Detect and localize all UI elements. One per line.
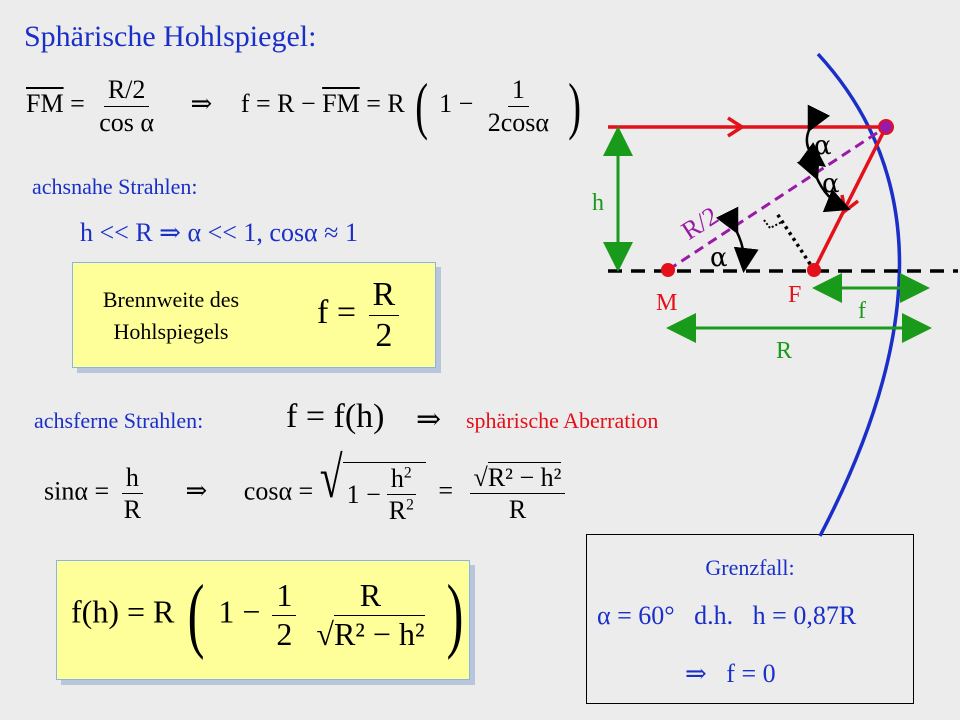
fh-one-minus: 1 − bbox=[218, 593, 261, 630]
paren-close: ) bbox=[567, 70, 581, 141]
fh-paren-open: ( bbox=[187, 568, 205, 661]
grenzfall-line1: α = 60° d.h. h = 0,87R bbox=[597, 601, 857, 630]
far-heading: achsferne Strahlen: bbox=[34, 408, 204, 433]
label-alpha-1: α bbox=[814, 131, 832, 161]
equation-fm: FM = R/2 cos α ⇒ f = R − FM = R ( 1 − 1 … bbox=[26, 74, 585, 138]
focal-fraction: R 2 bbox=[368, 277, 400, 354]
focal-label-line1: Brennweite des bbox=[102, 287, 240, 312]
mirror-arc bbox=[816, 52, 902, 537]
angle-arc-3 bbox=[715, 206, 759, 273]
focal-den: 2 bbox=[375, 316, 393, 354]
perpendicular-line bbox=[774, 211, 816, 271]
label-h: h bbox=[592, 190, 604, 216]
eq-fraction: R/2 cos α bbox=[95, 76, 158, 136]
sin-lhs: sinα = bbox=[44, 476, 110, 506]
sin-fraction: h R bbox=[120, 463, 145, 524]
fh-r-fraction: R √R² − h² bbox=[312, 578, 428, 652]
label-alpha-3: α bbox=[710, 243, 728, 273]
angle-arc-2 bbox=[796, 152, 851, 213]
eq-inner-num: 1 bbox=[507, 76, 529, 107]
eq-equals: = bbox=[70, 88, 85, 118]
point-M bbox=[661, 263, 675, 277]
near-condition: h << R ⇒ α << 1, cosα ≈ 1 bbox=[80, 218, 358, 247]
cos-inner-num: h2 bbox=[386, 464, 416, 496]
point-F bbox=[807, 263, 821, 277]
radius-line bbox=[667, 125, 887, 272]
cos-inner-den: R2 bbox=[388, 496, 414, 526]
eq-inner-den: 2cosα bbox=[487, 107, 550, 137]
eq-rhs-fm: FM bbox=[322, 88, 360, 118]
focal-formula: f = R 2 bbox=[317, 277, 403, 353]
cos-final-num: √R² − h² bbox=[469, 461, 566, 494]
fh-r-den-body: R² − h² bbox=[333, 614, 425, 652]
fh-r-num: R bbox=[355, 578, 386, 616]
cos-final-num-body: R² − h² bbox=[487, 461, 562, 492]
far-formula: f = f(h) bbox=[286, 398, 385, 435]
reflection-point bbox=[878, 119, 894, 135]
sin-num: h bbox=[121, 463, 143, 494]
fh-r-den: √R² − h² bbox=[316, 614, 425, 652]
cos-equals: = bbox=[438, 476, 454, 506]
cos-sqrt: √ 1 − h2 R2 bbox=[320, 449, 426, 525]
cos-inner-fraction: h2 R2 bbox=[385, 465, 418, 525]
fh-half-den: 2 bbox=[276, 615, 293, 652]
label-f: f bbox=[858, 298, 866, 324]
incoming-ray-arrow-icon bbox=[727, 116, 746, 138]
label-alpha-2: α bbox=[822, 169, 840, 199]
mirror-diagram: h R/2 α α α M F f R bbox=[592, 52, 958, 537]
eq-rhs-a: f = R − bbox=[240, 88, 316, 118]
fh-formula: f(h) = R ( 1 − 1 2 R √R² − h² ) bbox=[71, 573, 469, 657]
focal-lhs: f = bbox=[317, 293, 356, 331]
cos-h: h bbox=[390, 464, 404, 493]
focal-length-box: Brennweite des Hohlspiegels f = R 2 bbox=[72, 262, 436, 368]
eq-fraction-num: R/2 bbox=[103, 76, 150, 107]
right-angle-icon bbox=[763, 219, 783, 230]
paren-open: ( bbox=[415, 70, 429, 141]
cos-final-den: R bbox=[508, 494, 527, 524]
cos-lhs: cosα = bbox=[243, 476, 314, 506]
sin-cos-equation: sinα = h R ⇒ cosα = √ 1 − h2 R2 = √R² − … bbox=[44, 449, 569, 525]
far-result: sphärische Aberration bbox=[466, 408, 659, 433]
near-heading: achsnahe Strahlen: bbox=[32, 174, 198, 199]
cos-one-minus: 1 − bbox=[346, 479, 381, 509]
fh-half-num: 1 bbox=[272, 578, 297, 616]
eq-inner-fraction: 1 2cosα bbox=[484, 76, 553, 136]
eq-rhs-b: = R bbox=[366, 88, 405, 118]
cos-final-fraction: √R² − h² R bbox=[469, 461, 566, 524]
label-M: M bbox=[656, 290, 677, 316]
grenzfall-box: Grenzfall: α = 60° d.h. h = 0,87R ⇒ f = … bbox=[586, 534, 914, 704]
fh-lhs: f(h) = R bbox=[71, 593, 175, 630]
focal-num: R bbox=[368, 277, 400, 316]
fh-box: f(h) = R ( 1 − 1 2 R √R² − h² ) bbox=[56, 560, 470, 680]
grenzfall-heading: Grenzfall: bbox=[705, 555, 795, 580]
far-arrow: ⇒ bbox=[416, 403, 442, 436]
sin-den: R bbox=[123, 494, 141, 524]
eq-fm-symbol: FM bbox=[26, 88, 64, 118]
fh-paren-close: ) bbox=[446, 568, 463, 661]
eq-one-minus: 1 − bbox=[439, 88, 474, 118]
page-title: Sphärische Hohlspiegel: bbox=[24, 20, 317, 53]
eq-implies-arrow: ⇒ bbox=[190, 88, 213, 118]
label-F: F bbox=[788, 282, 801, 308]
cos-R: R bbox=[388, 496, 407, 526]
focal-label-line2: Hohlspiegels bbox=[113, 319, 229, 344]
sin-arrow: ⇒ bbox=[185, 476, 208, 506]
cos-sqrt-body: 1 − h2 R2 bbox=[342, 462, 426, 525]
eq-fraction-den: cos α bbox=[99, 107, 155, 137]
label-R: R bbox=[776, 338, 792, 364]
fh-half: 1 2 bbox=[272, 578, 297, 652]
grenzfall-line2: ⇒ f = 0 bbox=[685, 659, 776, 688]
sqrt-sign-icon: √ bbox=[319, 445, 343, 510]
